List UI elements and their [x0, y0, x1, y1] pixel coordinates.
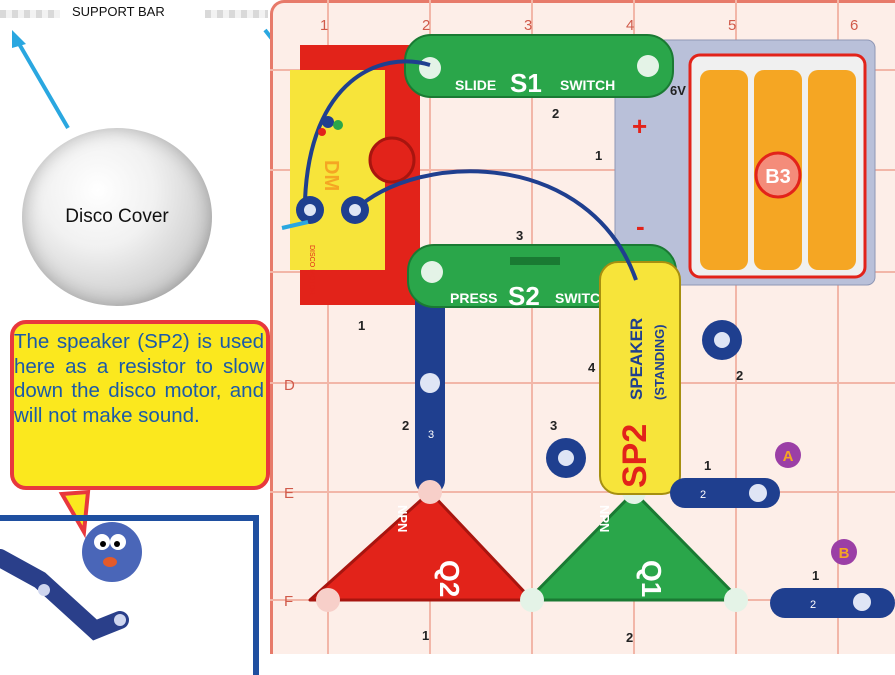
b3-label: B3: [765, 166, 791, 188]
disco-cover-label: Disco Cover: [22, 206, 212, 228]
sp2-level: 4: [588, 360, 596, 375]
arrowhead-support-left: [12, 30, 26, 48]
column-number: 5: [728, 17, 736, 34]
s2-level: 3: [516, 228, 523, 243]
column-number: 2: [422, 17, 430, 34]
label-a-letter: A: [783, 448, 794, 465]
s1-right-text: SWITCH: [560, 77, 615, 93]
snap-c-level: 3: [550, 418, 557, 433]
disco-cover: Disco Cover: [22, 128, 212, 306]
q2-level: 1: [422, 628, 429, 643]
s2-left-text: PRESS: [450, 290, 497, 306]
s2-label: S2: [508, 281, 540, 311]
wire-b-digit: 2: [810, 599, 816, 611]
svg-text:-: -: [636, 211, 645, 241]
circuit: 1 2 3 4 5 6 D E F B3 6V 1 + - DM DISCO M…: [270, 0, 895, 654]
motor-small-text: DISCO MOTOR: [308, 245, 315, 295]
row-letter: D: [284, 377, 295, 394]
wire-left-digit: 3: [428, 429, 434, 441]
s1-label: S1: [510, 68, 542, 98]
motor-level: 1: [358, 318, 365, 333]
row-letter: F: [284, 593, 293, 610]
callout-text: The speaker (SP2) is used here as a resi…: [14, 330, 264, 428]
q1-level: 2: [626, 630, 633, 645]
b3-voltage: 6V: [670, 83, 686, 98]
b3-level: 1: [595, 148, 602, 163]
motor-label: DM: [320, 160, 342, 191]
wire-b-level: 1: [812, 568, 819, 583]
q2-type: NPN: [395, 505, 410, 532]
q2-label: Q2: [434, 560, 465, 597]
speaker-sp2: SPEAKER (STANDING) SP2 4: [588, 262, 680, 494]
column-number: 3: [524, 17, 532, 34]
blue-frame: [0, 515, 259, 675]
arrow-support-left: [18, 42, 68, 128]
column-number: 1: [320, 17, 328, 34]
transistor-q2: Q2 NPN 1: [310, 480, 532, 643]
q1-label: Q1: [636, 560, 667, 597]
wire-left-level: 2: [402, 418, 409, 433]
disco-motor: DM DISCO MOTOR 1: [290, 45, 420, 333]
wire-b: 2 1 B: [770, 539, 895, 618]
row-letter: E: [284, 485, 294, 502]
column-number: 4: [626, 17, 634, 34]
column-number: 6: [850, 17, 858, 34]
snap-c: 3: [546, 418, 586, 478]
q1-type: NPN: [597, 505, 612, 532]
s1-left-text: SLIDE: [455, 77, 496, 93]
sp2-text2: (STANDING): [652, 324, 667, 400]
wire-a-level: 1: [704, 458, 711, 473]
wire-a-digit: 2: [700, 489, 706, 501]
svg-text:+: +: [632, 111, 647, 141]
sp2-label: SP2: [616, 424, 654, 488]
label-b-letter: B: [839, 545, 850, 562]
sp2-text1: SPEAKER: [627, 318, 646, 400]
snap-speaker: 2: [702, 320, 743, 383]
snap-speaker-level: 2: [736, 368, 743, 383]
s1-level: 2: [552, 106, 559, 121]
